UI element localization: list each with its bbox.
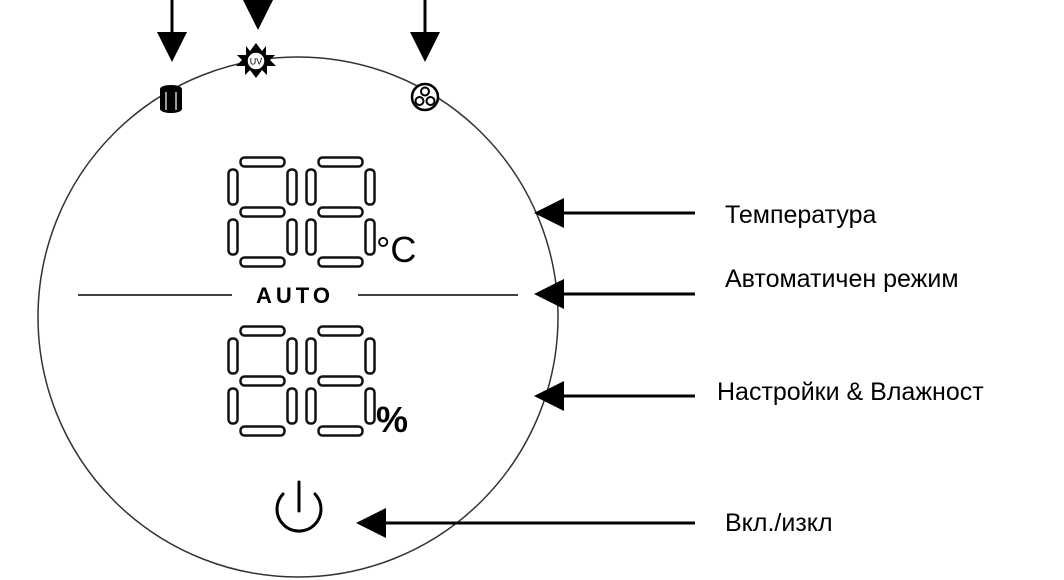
digit-2-segment-c: [364, 218, 376, 256]
digit-1-segment-a: [239, 325, 286, 337]
top-arrows: [157, 0, 440, 62]
digit-1-segment-b: [286, 337, 298, 375]
humidity-unit: %: [376, 399, 408, 440]
digit-1-segment-c: [286, 387, 298, 425]
digit-1-segment-e: [227, 218, 239, 256]
digit-2-segment-a: [317, 156, 364, 168]
digit-1-segment-f: [227, 337, 239, 375]
digit-1-segment-d: [239, 256, 286, 268]
digit-1-segment-f: [227, 168, 239, 206]
digit-2-segment-g: [317, 206, 364, 218]
uv-icon-label: UV: [250, 57, 263, 67]
water-tank-icon: [160, 85, 182, 113]
digit-1-segment-d: [239, 425, 286, 437]
callout-arrows: [356, 198, 695, 538]
fan-icon: [410, 82, 440, 112]
digit-2-segment-e: [305, 218, 317, 256]
callout-power: Вкл./изкл: [725, 509, 833, 537]
auto-mode-text: AUTO: [256, 283, 334, 308]
temperature-digits: [227, 156, 376, 268]
digit-2-segment-e: [305, 387, 317, 425]
digit-2-segment-b: [364, 337, 376, 375]
humidity-digits: [227, 325, 376, 437]
digit-2-segment-c: [364, 387, 376, 425]
digit-2-segment-a: [317, 325, 364, 337]
digit-1-segment-a: [239, 156, 286, 168]
digit-2-segment-b: [364, 168, 376, 206]
callout-auto-mode: Автоматичен режим: [725, 265, 959, 293]
digit-1-segment-e: [227, 387, 239, 425]
uv-light-icon: UV: [236, 43, 276, 78]
digit-2-segment-g: [317, 375, 364, 387]
digit-1-segment-g: [239, 375, 286, 387]
digit-2-segment-f: [305, 337, 317, 375]
digit-1-segment-c: [286, 218, 298, 256]
digit-1-segment-b: [286, 168, 298, 206]
power-icon: [275, 480, 323, 533]
temperature-unit: °C: [376, 229, 416, 270]
digit-2-segment-d: [317, 425, 364, 437]
digit-2-segment-d: [317, 256, 364, 268]
display-bezel: [37, 56, 559, 578]
callout-settings-humidity: Настройки & Влажност: [717, 378, 984, 406]
digit-1-segment-g: [239, 206, 286, 218]
callout-temperature: Температура: [725, 201, 877, 229]
digit-2-segment-f: [305, 168, 317, 206]
